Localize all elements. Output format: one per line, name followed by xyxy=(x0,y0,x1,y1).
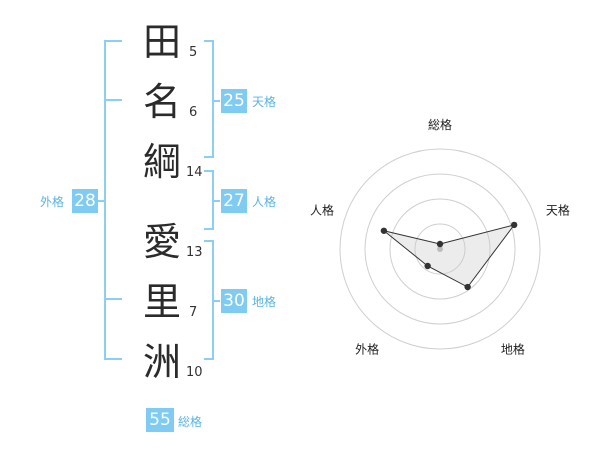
name-char-3: 綱 xyxy=(142,140,181,184)
radar-axis-label: 地格 xyxy=(501,341,525,356)
soukaku-value-badge: 55 xyxy=(146,408,174,432)
jinkaku-value-badge: 27 xyxy=(221,189,247,213)
stroke-count-1: 5 xyxy=(189,45,198,60)
radar-series-area xyxy=(383,224,516,288)
radar-center-dot xyxy=(437,246,443,252)
bracket-tick xyxy=(204,156,214,158)
bracket-tick xyxy=(204,40,214,42)
bracket-tick xyxy=(104,99,122,101)
tenkaku-value-badge: 25 xyxy=(221,89,247,113)
stroke-count-2: 6 xyxy=(189,105,198,120)
bracket-tick xyxy=(204,240,214,242)
stroke-count-3: 14 xyxy=(186,165,203,180)
radar-point xyxy=(464,283,471,291)
radar-point xyxy=(380,227,388,234)
radar-ring xyxy=(364,173,516,325)
name-char-6: 洲 xyxy=(142,340,181,384)
bracket-tick xyxy=(204,170,214,172)
jinkaku-label: 人格 xyxy=(252,195,277,209)
bracket-tick xyxy=(204,358,214,360)
radar-axis-label: 外格 xyxy=(355,341,379,356)
radar-point xyxy=(436,240,444,248)
radar-axis-label: 天格 xyxy=(546,203,570,218)
radar-point xyxy=(510,221,518,229)
radar-ring xyxy=(389,198,491,300)
radar-axis-label: 人格 xyxy=(310,203,334,218)
radar-ring xyxy=(339,148,541,350)
chikaku-label: 地格 xyxy=(252,295,277,309)
bracket-connector xyxy=(212,200,220,202)
radar-ring xyxy=(414,223,466,275)
bracket-tick xyxy=(104,40,122,42)
stroke-count-5: 7 xyxy=(189,305,198,320)
gaikaku-value-badge: 28 xyxy=(72,189,98,213)
stroke-count-6: 10 xyxy=(186,365,203,380)
bracket-tick xyxy=(104,358,122,360)
bracket-connector xyxy=(98,200,106,202)
soukaku-label: 総格 xyxy=(178,415,203,429)
radar-point xyxy=(424,262,431,270)
name-char-2: 名 xyxy=(142,80,181,124)
tenkaku-bracket xyxy=(212,40,214,158)
name-char-5: 里 xyxy=(142,280,181,324)
bracket-connector xyxy=(212,100,220,102)
chikaku-value-badge: 30 xyxy=(221,289,247,313)
name-char-1: 田 xyxy=(142,20,181,64)
bracket-connector xyxy=(212,300,220,302)
bracket-tick xyxy=(104,298,122,300)
tenkaku-label: 天格 xyxy=(252,95,277,109)
gaikaku-label: 外格 xyxy=(40,195,65,209)
bracket-tick xyxy=(204,228,214,230)
radar-axis-label: 総格 xyxy=(428,117,452,132)
stroke-count-4: 13 xyxy=(186,245,203,260)
name-char-4: 愛 xyxy=(142,220,181,264)
